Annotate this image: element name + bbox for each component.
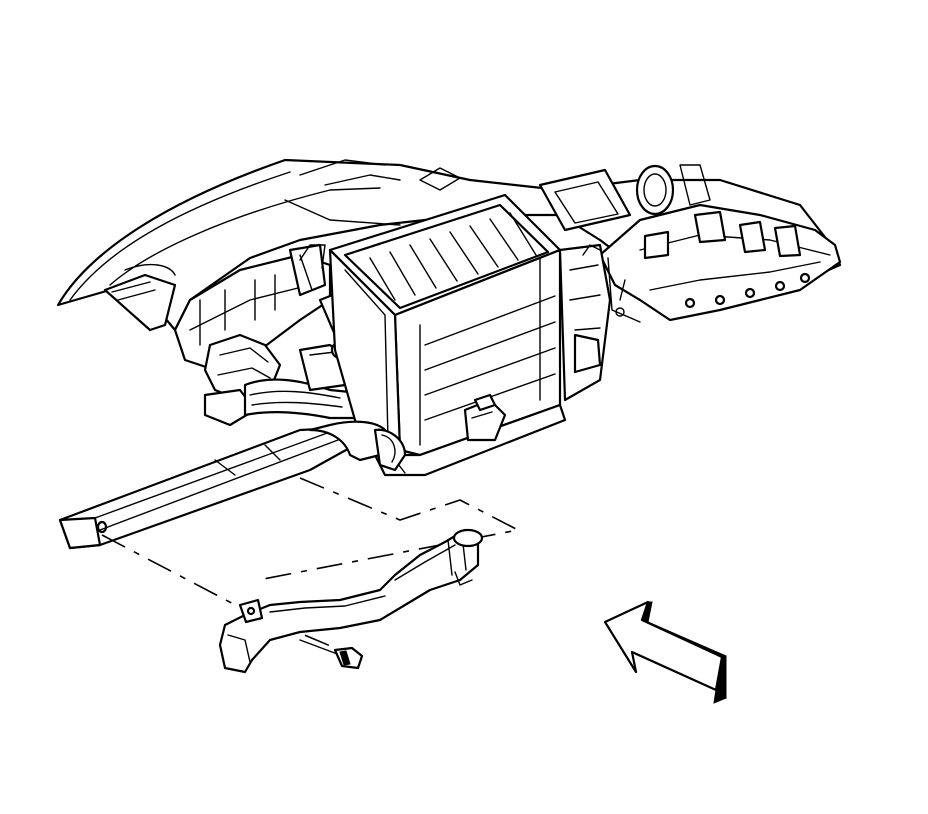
instrument-panel: [56, 158, 842, 332]
hvac-module: [328, 193, 612, 477]
floor-air-duct-left: [58, 420, 407, 550]
floor-air-duct-rear: [218, 528, 484, 674]
arrow-icon: [603, 600, 727, 704]
panel-support-bracket: [598, 203, 842, 323]
fastener: [299, 639, 364, 670]
